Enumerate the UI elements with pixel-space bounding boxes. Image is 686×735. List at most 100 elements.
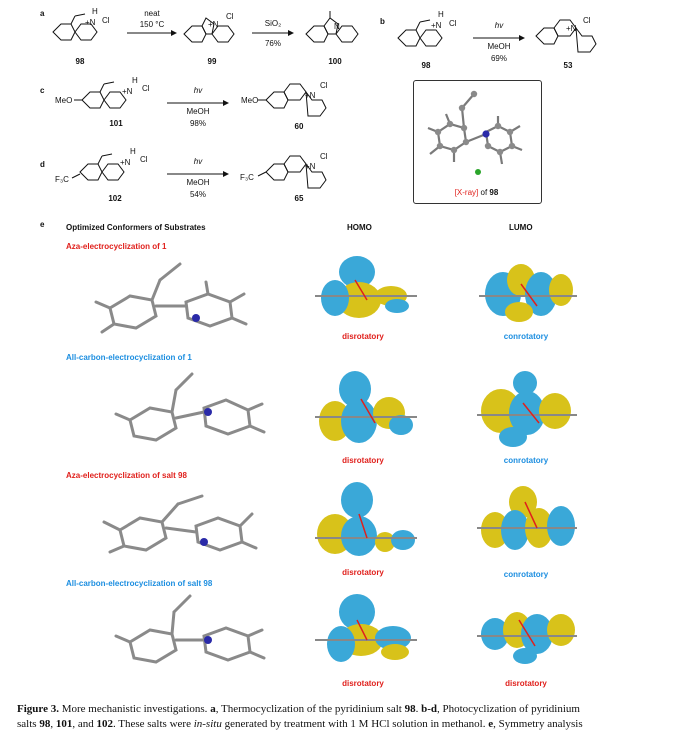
lumo-orbital-image bbox=[477, 486, 577, 550]
row-title: Aza-electrocyclization of 1 bbox=[66, 242, 167, 251]
xray-compound: 98 bbox=[489, 188, 499, 197]
atom-h: H bbox=[438, 10, 444, 19]
atom-n: N bbox=[334, 22, 340, 31]
atom-h: H bbox=[130, 147, 136, 156]
condition-mid: MeOH bbox=[186, 178, 210, 187]
homo-orbital-image bbox=[315, 594, 417, 662]
header-conformers: Optimized Conformers of Substrates bbox=[66, 223, 206, 232]
homo-rotation-label: disrotatory bbox=[342, 332, 384, 341]
compound-label: 98 bbox=[421, 61, 431, 70]
condition-mid: MeOH bbox=[487, 42, 511, 51]
lumo-rotation-label: conrotatory bbox=[503, 570, 549, 579]
atom-h: H bbox=[92, 7, 98, 16]
homo-rotation-label: disrotatory bbox=[342, 456, 384, 465]
atom-n-plus: +N bbox=[120, 158, 131, 167]
panel-label-a: a bbox=[40, 9, 45, 18]
condition-top: hv bbox=[193, 86, 203, 95]
structure-102 bbox=[71, 153, 125, 181]
header-lumo: LUMO bbox=[509, 223, 533, 232]
reaction-arrow bbox=[473, 35, 525, 41]
homo-rotation-label: disrotatory bbox=[342, 568, 384, 577]
atom-cl: Cl bbox=[226, 12, 234, 21]
compound-label: 60 bbox=[294, 122, 304, 131]
atom-h: H bbox=[132, 76, 138, 85]
panel-label-b: b bbox=[380, 17, 385, 26]
atom-n-plus: +N bbox=[305, 91, 316, 100]
structure-100 bbox=[305, 11, 359, 43]
compound-label: 101 bbox=[109, 119, 123, 128]
atom-n-plus: +N bbox=[566, 24, 577, 33]
atom-cl: Cl bbox=[320, 152, 328, 161]
condition-bottom: 150 °C bbox=[139, 20, 165, 29]
conformer-image bbox=[102, 494, 258, 554]
structure-98-b bbox=[397, 19, 443, 47]
row-title: All-carbon-electrocyclization of 1 bbox=[66, 353, 192, 362]
compound-label: 53 bbox=[563, 61, 573, 70]
conformer-image bbox=[114, 372, 266, 442]
xray-structure-image bbox=[427, 90, 523, 175]
panel-label-e: e bbox=[40, 220, 45, 229]
conformer-image bbox=[114, 594, 266, 664]
xray-prefix: [X-ray] bbox=[454, 188, 479, 197]
substituent-label: MeO bbox=[241, 96, 259, 105]
atom-n-plus: +N bbox=[431, 21, 442, 30]
reaction-arrow bbox=[167, 171, 229, 177]
atom-n-plus: +N bbox=[208, 20, 219, 29]
lumo-orbital-image bbox=[477, 371, 577, 447]
reaction-arrow bbox=[167, 100, 229, 106]
caption-line-1: Figure 3. More mechanistic investigation… bbox=[17, 703, 580, 715]
reaction-arrow bbox=[127, 30, 177, 36]
structure-99 bbox=[183, 17, 235, 43]
lumo-rotation-label: disrotatory bbox=[505, 679, 547, 688]
compound-label: 102 bbox=[108, 194, 122, 203]
row-title: All-carbon-electrocyclization of salt 98 bbox=[66, 579, 213, 588]
compound-label: 100 bbox=[328, 57, 342, 66]
caption-figure-number: Figure 3. bbox=[17, 703, 59, 715]
condition-top: hv bbox=[494, 21, 504, 30]
structure-101 bbox=[74, 81, 127, 109]
atom-n-plus: +N bbox=[122, 87, 133, 96]
atom-cl: Cl bbox=[102, 16, 110, 25]
lumo-rotation-label: conrotatory bbox=[503, 332, 549, 341]
condition-top: neat bbox=[144, 9, 160, 18]
atom-n-plus: +N bbox=[305, 162, 316, 171]
condition-bottom: 76% bbox=[264, 39, 281, 48]
atom-cl: Cl bbox=[142, 84, 150, 93]
condition-bottom: 69% bbox=[490, 54, 507, 63]
compound-label: 99 bbox=[207, 57, 217, 66]
row-title: Aza-electrocyclization of salt 98 bbox=[66, 471, 187, 480]
homo-orbital-image bbox=[315, 371, 417, 443]
compound-label: 65 bbox=[294, 194, 304, 203]
atom-cl: Cl bbox=[583, 16, 591, 25]
substituent-label: F₃C bbox=[55, 175, 69, 184]
structure-53 bbox=[535, 19, 597, 53]
structure-65 bbox=[257, 155, 327, 189]
substituent-label: F₃C bbox=[240, 173, 254, 182]
lumo-rotation-label: conrotatory bbox=[503, 456, 549, 465]
figure-caption: Figure 3. More mechanistic investigation… bbox=[17, 702, 677, 732]
condition-top: hv bbox=[193, 157, 203, 166]
conformer-image bbox=[94, 262, 248, 334]
xray-caption: [X-ray] of 98 bbox=[413, 188, 540, 197]
reaction-arrow bbox=[252, 30, 294, 36]
lumo-orbital-image bbox=[477, 612, 577, 664]
homo-orbital-image bbox=[315, 256, 417, 318]
xray-of: of bbox=[478, 188, 490, 197]
panel-label-d: d bbox=[40, 160, 45, 169]
atom-n-plus: +N bbox=[85, 18, 96, 27]
condition-bottom: 98% bbox=[189, 119, 206, 128]
condition-mid: MeOH bbox=[186, 107, 210, 116]
atom-cl: Cl bbox=[140, 155, 148, 164]
structure-60 bbox=[258, 83, 327, 117]
condition-top: SiO₂ bbox=[264, 19, 282, 28]
substituent-label: MeO bbox=[55, 96, 73, 105]
compound-label: 98 bbox=[75, 57, 85, 66]
xray-structure-box bbox=[413, 80, 542, 204]
atom-cl: Cl bbox=[320, 81, 328, 90]
header-homo: HOMO bbox=[347, 223, 372, 232]
lumo-orbital-image bbox=[479, 264, 577, 322]
atom-cl: Cl bbox=[449, 19, 457, 28]
panel-label-c: c bbox=[40, 86, 45, 95]
condition-bottom: 54% bbox=[189, 190, 206, 199]
homo-orbital-image bbox=[315, 482, 417, 556]
